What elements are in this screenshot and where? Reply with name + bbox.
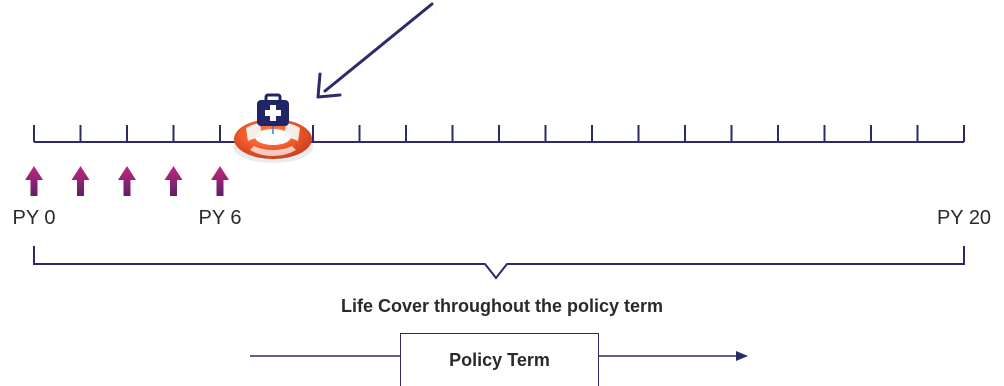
policy-term-brace xyxy=(33,246,965,280)
policy-term-label: Policy Term xyxy=(449,349,550,370)
timeline-ticks xyxy=(33,125,965,142)
lifebuoy-icon xyxy=(233,119,313,163)
policy-term-arrow xyxy=(250,351,748,361)
year-label: PY 0 xyxy=(12,207,56,229)
medical-kit-icon xyxy=(257,93,289,134)
up-arrow-icon xyxy=(25,166,43,196)
up-arrow-icon xyxy=(118,166,136,196)
life-cover-caption: Life Cover throughout the policy term xyxy=(340,296,663,316)
up-arrow-icon xyxy=(211,166,229,196)
year-label: PY 20 xyxy=(936,207,992,229)
premium-arrows xyxy=(25,166,229,196)
pointer-arrow-icon xyxy=(316,2,434,99)
policy-term-box: Policy Term xyxy=(400,333,599,386)
up-arrow-icon xyxy=(71,166,90,196)
year-label: PY 6 xyxy=(198,207,242,229)
up-arrow-icon xyxy=(164,166,183,196)
